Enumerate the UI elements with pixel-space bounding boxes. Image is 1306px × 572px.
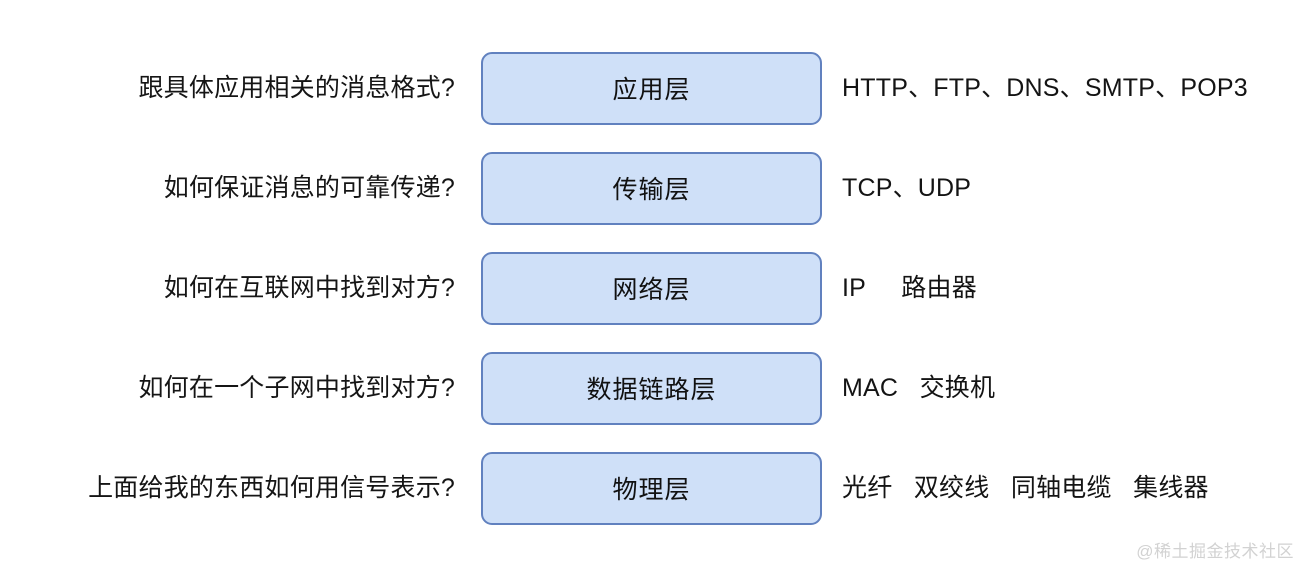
layer-name-datalink: 数据链路层: [586, 376, 717, 404]
layer-question-physical: 上面给我的东西如何用信号表示?: [88, 473, 455, 502]
layer-row-datalink: 如何在一个子网中找到对方? 数据链路层 MAC 交换机: [0, 351, 1306, 425]
layer-question-network: 如何在互联网中找到对方?: [163, 273, 455, 302]
layer-protocols-transport: TCP、UDP: [842, 173, 972, 202]
layer-row-network: 如何在互联网中找到对方? 网络层 IP 路由器: [0, 251, 1306, 325]
layer-box-transport[interactable]: 传输层: [481, 151, 822, 225]
layer-name-application: 应用层: [612, 76, 691, 104]
layer-name-transport: 传输层: [612, 176, 691, 204]
layer-protocols-network: IP 路由器: [842, 273, 977, 302]
layer-box-physical[interactable]: 物理层: [481, 451, 822, 525]
layer-name-network: 网络层: [612, 276, 691, 304]
layer-protocols-datalink: MAC 交换机: [842, 373, 996, 402]
layer-question-application: 跟具体应用相关的消息格式?: [138, 73, 455, 102]
layer-protocols-physical: 光纤 双绞线 同轴电缆 集线器: [842, 473, 1209, 502]
layer-protocols-application: HTTP、FTP、DNS、SMTP、POP3: [842, 73, 1248, 102]
layer-row-physical: 上面给我的东西如何用信号表示? 物理层 光纤 双绞线 同轴电缆 集线器: [0, 451, 1306, 525]
layer-box-datalink[interactable]: 数据链路层: [481, 351, 822, 425]
layer-row-transport: 如何保证消息的可靠传递? 传输层 TCP、UDP: [0, 151, 1306, 225]
layer-question-transport: 如何保证消息的可靠传递?: [163, 173, 455, 202]
layer-box-network[interactable]: 网络层: [481, 251, 822, 325]
watermark: @稀土掘金技术社区: [1136, 542, 1294, 561]
layer-row-application: 跟具体应用相关的消息格式? 应用层 HTTP、FTP、DNS、SMTP、POP3: [0, 51, 1306, 125]
layer-question-datalink: 如何在一个子网中找到对方?: [138, 373, 455, 402]
layer-name-physical: 物理层: [612, 476, 691, 504]
layer-box-application[interactable]: 应用层: [481, 51, 822, 125]
